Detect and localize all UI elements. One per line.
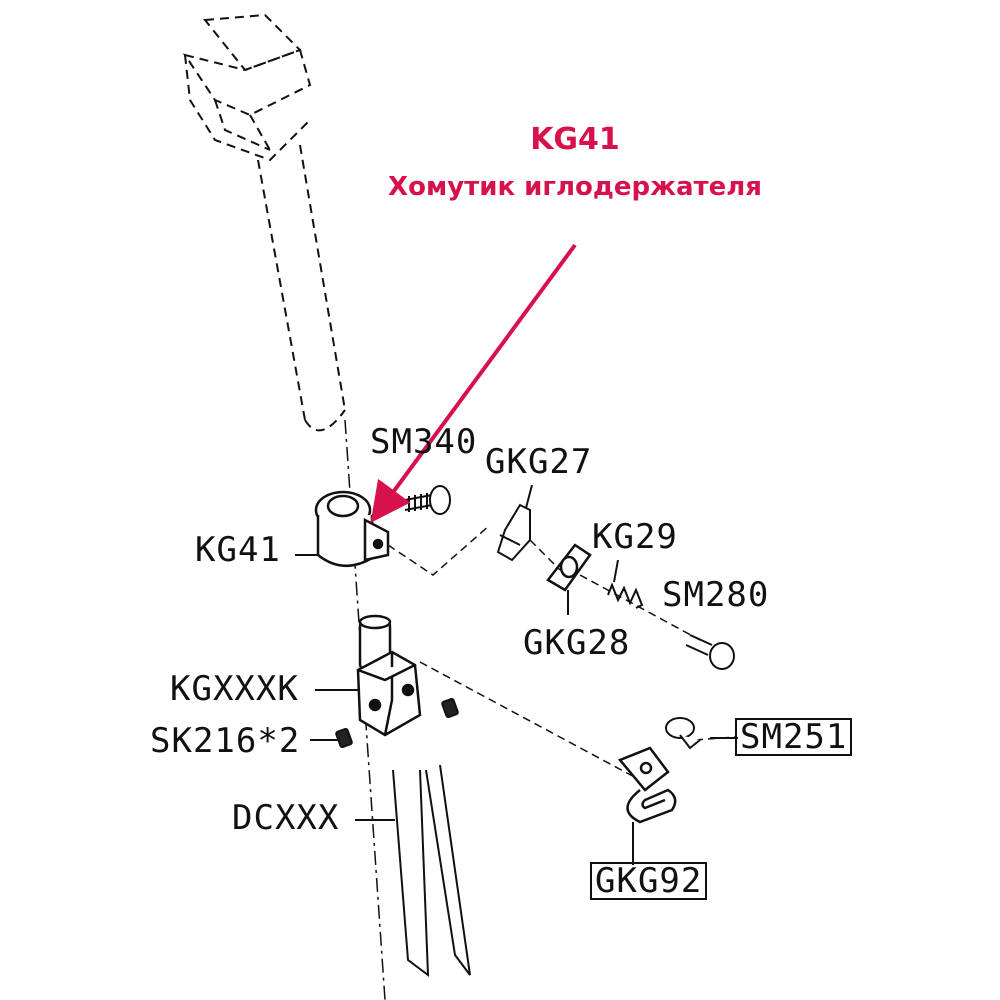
clamp-kg41 xyxy=(314,490,390,567)
label-gkg28: GKG28 xyxy=(523,623,631,663)
label-kg29: KG29 xyxy=(592,517,678,557)
set-screws-sk216 xyxy=(335,697,459,749)
label-dcxxx: DCXXX xyxy=(232,798,340,838)
needles-dcxxx xyxy=(392,764,471,978)
label-kgxxxk: KGXXXK xyxy=(170,669,299,709)
label-sm251: SM251 xyxy=(735,718,853,756)
screw-sm280 xyxy=(685,634,735,670)
leader-lines xyxy=(295,484,738,865)
thread-guide-gkg92 xyxy=(617,746,677,824)
label-gkg27: GKG27 xyxy=(485,442,593,482)
annotation-description: Хомутик иглодержателя xyxy=(388,172,762,202)
label-gkg92: GKG92 xyxy=(590,862,708,900)
screw-sm340 xyxy=(404,485,451,515)
label-sm280: SM280 xyxy=(662,575,770,615)
label-sm340: SM340 xyxy=(370,422,478,462)
spring-kg29 xyxy=(607,582,644,609)
part-gkg27 xyxy=(496,503,531,562)
needle-holder-kgxxxk xyxy=(356,614,422,737)
annotation-code: KG41 xyxy=(530,122,620,157)
needle-bar-rod xyxy=(257,144,346,432)
pointer-arrow xyxy=(370,243,577,523)
part-gkg28 xyxy=(546,543,592,592)
label-sk216: SK216*2 xyxy=(150,721,301,761)
bracket-part xyxy=(182,13,312,162)
screw-sm251 xyxy=(665,717,701,750)
label-kg41: KG41 xyxy=(195,530,281,570)
